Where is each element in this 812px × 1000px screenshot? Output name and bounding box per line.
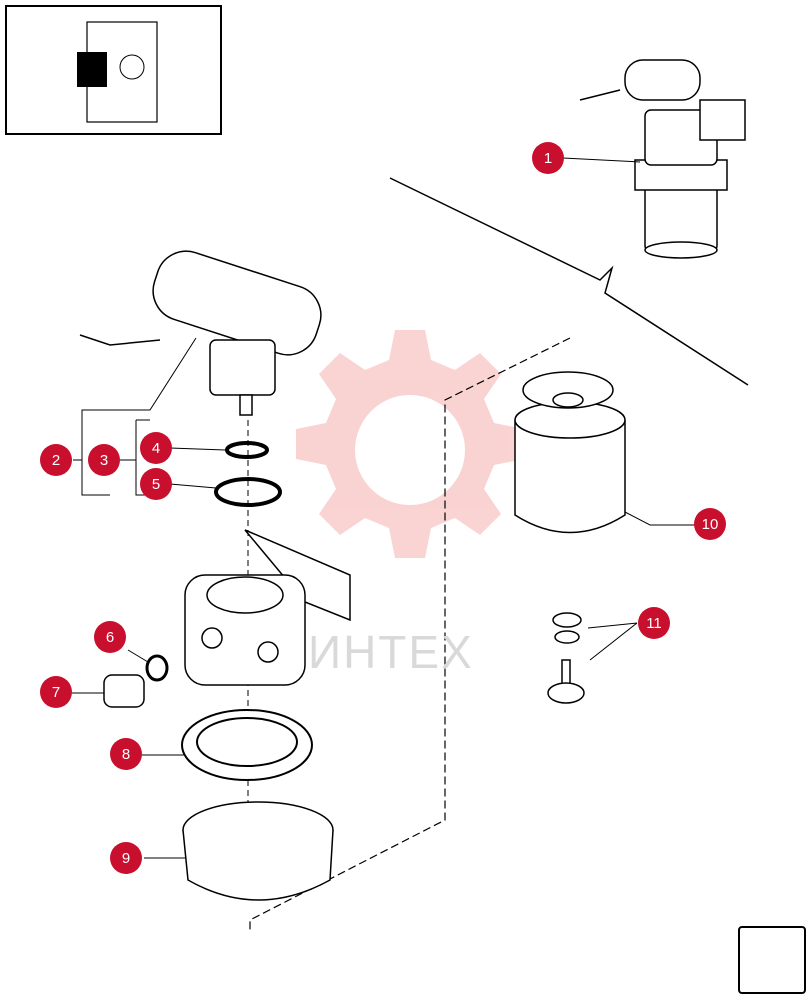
- seal-kit-parts: [547, 612, 585, 704]
- engine-icon: [77, 21, 158, 123]
- engine-location-thumbnail: [5, 5, 222, 135]
- o-ring-large: [214, 477, 282, 507]
- callout-3[interactable]: 3: [88, 444, 120, 476]
- callout-5[interactable]: 5: [140, 468, 172, 500]
- watermark-gear-icon: [296, 330, 524, 558]
- callout-1[interactable]: 1: [532, 142, 564, 174]
- callout-2[interactable]: 2: [40, 444, 72, 476]
- callout-10[interactable]: 10: [694, 508, 726, 540]
- assembly-dashed-outline: [249, 337, 571, 930]
- callout-9[interactable]: 9: [110, 842, 142, 874]
- callout-8[interactable]: 8: [110, 738, 142, 770]
- drain-plug: [103, 674, 145, 708]
- callout-7[interactable]: 7: [40, 676, 72, 708]
- leader-lines: [72, 157, 698, 859]
- fuel-filter-assembly-complete: [579, 59, 746, 259]
- watermark-text: ИНТЕХ: [308, 626, 474, 678]
- callout-4[interactable]: 4: [140, 432, 172, 464]
- plug-seal: [145, 654, 169, 682]
- fuel-pump-head: [79, 250, 322, 416]
- o-ring-small: [225, 441, 269, 459]
- callout-6[interactable]: 6: [94, 621, 126, 653]
- next-page-button[interactable]: [738, 926, 806, 994]
- callout-11[interactable]: 11: [638, 607, 670, 639]
- separator-line: [389, 177, 749, 386]
- filter-element: [514, 371, 626, 534]
- filter-head-housing: [184, 529, 351, 686]
- bowl-nut: [182, 801, 334, 901]
- retaining-ring: [181, 709, 313, 781]
